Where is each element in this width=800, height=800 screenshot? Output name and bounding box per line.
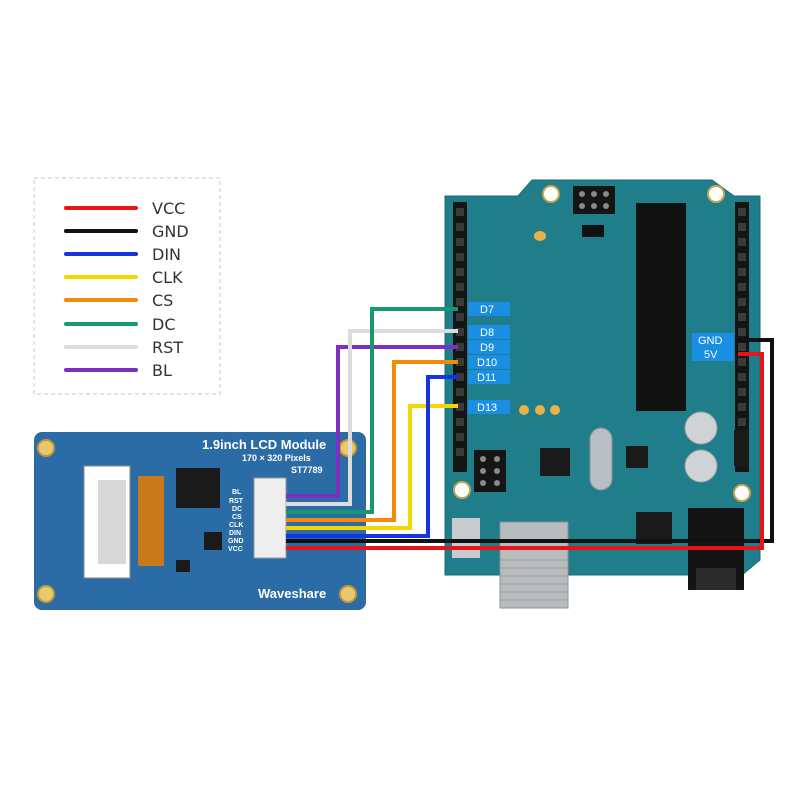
- fpc-slot: [98, 480, 126, 564]
- legend-label-clk: CLK: [152, 268, 183, 287]
- lcd-pin-bl: BL: [232, 489, 242, 496]
- mounting-hole: [453, 481, 471, 499]
- smd-part: [204, 532, 222, 550]
- pin-label-d8: D8: [480, 327, 494, 339]
- icsp-header-top: [573, 186, 615, 214]
- legend-item-gnd: GND: [64, 222, 189, 241]
- smd-chip: [540, 448, 570, 476]
- lcd-resolution: 170 × 320 Pixels: [242, 453, 311, 463]
- arduino-pin-label-d11: D11: [468, 370, 510, 384]
- arduino-board: D7 D8 D9 D10 D11 D13 GND 5V: [444, 179, 761, 609]
- crystal: [589, 427, 613, 491]
- icsp-header-bottom: [474, 450, 506, 492]
- led: [519, 405, 529, 415]
- lcd-pin-clk: CLK: [229, 522, 243, 529]
- mounting-hole: [37, 585, 55, 603]
- lcd-module: 1.9inch LCD Module 170 × 320 Pixels ST77…: [34, 432, 366, 610]
- legend-label-rst: RST: [152, 338, 183, 357]
- dc-jack-inner: [696, 568, 736, 590]
- wire-cs: [286, 360, 458, 522]
- wire-rst: [286, 329, 458, 506]
- pin-label-5v: 5V: [704, 349, 718, 361]
- pin-label-d7: D7: [480, 304, 494, 316]
- wire-vcc: [286, 352, 764, 550]
- legend-label-bl: BL: [152, 361, 172, 380]
- capacitor: [684, 449, 718, 483]
- wire-dc: [286, 307, 458, 514]
- lcd-pin-din: DIN: [229, 530, 241, 537]
- lcd-pin-cs: CS: [232, 514, 242, 521]
- led: [534, 231, 546, 241]
- legend-border: [33, 177, 221, 395]
- atmega-chip: [636, 203, 686, 411]
- usb-connector: [499, 521, 569, 609]
- arduino-pin-label-d9: D9: [468, 340, 510, 354]
- legend-item-vcc: VCC: [64, 199, 185, 218]
- regulator: [734, 430, 748, 466]
- regulator: [636, 512, 672, 544]
- usb-ridges: [500, 559, 568, 601]
- smd-part: [176, 560, 190, 572]
- small-chip: [582, 225, 604, 237]
- arduino-pin-label-d7: D7: [468, 302, 510, 316]
- icsp-pins-top: [579, 191, 609, 209]
- arduino-pin-label-5v: 5V: [692, 347, 734, 361]
- right-header-pins: [738, 208, 746, 456]
- pin-label-d10: D10: [477, 357, 497, 369]
- lcd-pin-dc: DC: [232, 506, 242, 513]
- lcd-brand: Waveshare: [258, 586, 326, 601]
- capacitor: [684, 411, 718, 445]
- legend-item-cs: CS: [64, 291, 173, 310]
- icsp-pins-bottom: [480, 456, 500, 486]
- legend-item-clk: CLK: [64, 268, 183, 287]
- mounting-hole: [37, 439, 55, 457]
- legend-label-dc: DC: [152, 315, 176, 334]
- wire-din: [286, 375, 458, 538]
- pin-label-d9: D9: [480, 342, 494, 354]
- pin-label-d13: D13: [477, 402, 497, 414]
- led: [535, 405, 545, 415]
- legend-item-din: DIN: [64, 245, 181, 264]
- arduino-pin-label-gnd: GND: [692, 333, 734, 347]
- legend: VCC GND DIN CLK CS DC RST BL: [33, 177, 221, 395]
- wire-gnd: [286, 338, 774, 543]
- lcd-pin-connector: [253, 477, 287, 559]
- lcd-pin-labels: BL RST DC CS CLK DIN GND VCC: [228, 489, 244, 553]
- lcd-pin-rst: RST: [229, 498, 244, 505]
- arduino-pin-label-d8: D8: [468, 325, 510, 339]
- reset-button: [452, 518, 480, 558]
- lcd-pin-gnd: GND: [228, 538, 244, 545]
- legend-item-rst: RST: [64, 338, 183, 357]
- arduino-pin-label-d13: D13: [468, 400, 510, 414]
- left-header-pins: [456, 208, 464, 456]
- legend-label-cs: CS: [152, 291, 173, 310]
- wire-bl: [286, 345, 458, 498]
- fpc-ribbon: [138, 476, 164, 566]
- driver-ic: [176, 468, 220, 508]
- legend-item-bl: BL: [64, 361, 172, 380]
- mounting-hole: [707, 185, 725, 203]
- lcd-title: 1.9inch LCD Module: [202, 437, 326, 452]
- arduino-pin-label-d10: D10: [468, 355, 510, 369]
- pin-label-gnd: GND: [698, 335, 723, 347]
- wires: [286, 307, 774, 550]
- lcd-driver: ST7789: [291, 465, 323, 475]
- mounting-hole: [542, 185, 560, 203]
- legend-label-din: DIN: [152, 245, 181, 264]
- lcd-pin-vcc: VCC: [228, 546, 243, 553]
- smd-chip: [626, 446, 648, 468]
- wire-clk: [286, 404, 458, 530]
- legend-label-gnd: GND: [152, 222, 189, 241]
- legend-label-vcc: VCC: [152, 199, 185, 218]
- mounting-hole: [733, 484, 751, 502]
- legend-item-dc: DC: [64, 315, 176, 334]
- pin-label-d11: D11: [477, 372, 496, 384]
- mounting-hole: [339, 585, 357, 603]
- led: [550, 405, 560, 415]
